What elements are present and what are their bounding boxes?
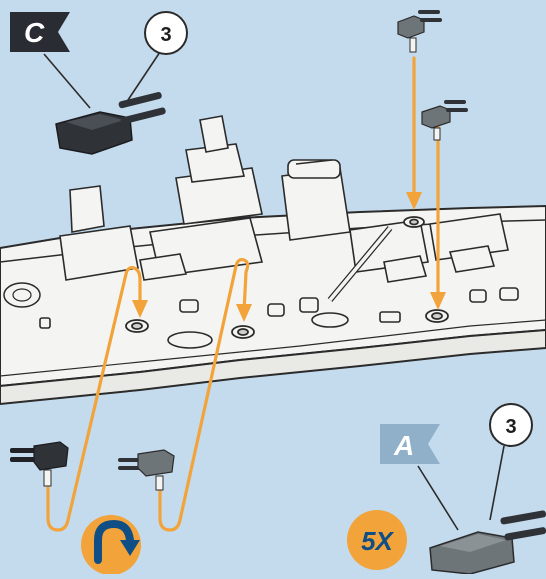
flag-c: C bbox=[10, 12, 90, 108]
flag-c-label: C bbox=[24, 17, 45, 48]
multiplier-label: 5X bbox=[361, 526, 394, 556]
rotate-badge bbox=[81, 515, 141, 574]
turret-small-top-1 bbox=[398, 10, 442, 52]
callout-count-top-label: 3 bbox=[160, 24, 171, 46]
callout-count-bottom: 3 bbox=[490, 404, 532, 520]
flag-a-label: A bbox=[393, 430, 414, 461]
turret-large-dark bbox=[56, 91, 166, 154]
turret-small-grey-lower bbox=[118, 450, 174, 490]
turret-small-top-2 bbox=[422, 100, 468, 140]
callout-count-top: 3 bbox=[128, 12, 187, 100]
multiplier-badge: 5X bbox=[347, 510, 407, 570]
turret-small-dark-lower bbox=[10, 442, 68, 486]
callout-count-bottom-label: 3 bbox=[505, 416, 516, 438]
turret-large-grey bbox=[430, 510, 546, 574]
